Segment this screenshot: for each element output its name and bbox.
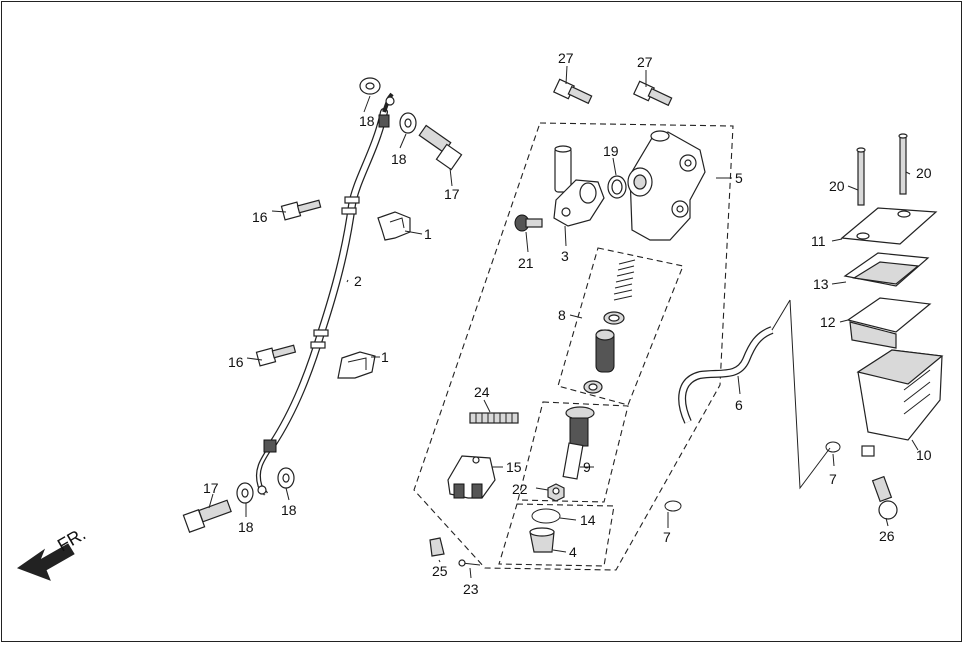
o-ring-19 — [607, 175, 627, 199]
front-arrow-icon — [16, 543, 75, 581]
callout-26: 26 — [879, 528, 895, 544]
seal-kit-outline — [498, 503, 615, 567]
callout-20: 20 — [916, 165, 932, 181]
bolt-16-upper — [280, 199, 322, 221]
hose-clip-7-right — [825, 441, 841, 453]
hose-clip-7-center — [664, 500, 682, 512]
callout-4: 4 — [569, 544, 577, 560]
callout-7: 7 — [829, 471, 837, 487]
callout-22: 22 — [512, 481, 528, 497]
master-cylinder-body — [627, 130, 706, 241]
callout-2: 2 — [354, 273, 362, 289]
reservoir-hose — [678, 326, 774, 424]
diaphragm-12 — [846, 297, 932, 349]
callout-6: 6 — [735, 397, 743, 413]
callout-10: 10 — [916, 447, 932, 463]
callout-18: 18 — [281, 502, 297, 518]
cotter-pin-23 — [458, 559, 481, 567]
diaphragm-plate-13 — [843, 252, 930, 287]
callout-8: 8 — [558, 307, 566, 323]
circlip-14 — [531, 508, 561, 524]
callout-27: 27 — [637, 54, 653, 70]
piston-kit-8-outline — [557, 247, 684, 406]
spring-8 — [613, 259, 636, 301]
callout-18: 18 — [391, 151, 407, 167]
bolt-16-lower — [255, 344, 297, 367]
washer-18-b — [399, 112, 417, 134]
clevis-15 — [447, 455, 496, 499]
callout-18: 18 — [359, 113, 375, 129]
washer-18-c — [236, 482, 254, 504]
washer-18-a — [359, 77, 381, 95]
piston-9-outline — [517, 401, 629, 503]
reservoir-10 — [856, 349, 944, 457]
clip-25 — [429, 537, 445, 557]
callout-1: 1 — [381, 349, 389, 365]
callout-13: 13 — [813, 276, 829, 292]
callout-20: 20 — [829, 178, 845, 194]
seal-cup-8b — [583, 380, 603, 394]
bolt-27-left — [552, 78, 593, 105]
callout-16: 16 — [252, 209, 268, 225]
spring-pin-24 — [469, 412, 519, 424]
callout-14: 14 — [580, 512, 596, 528]
callout-19: 19 — [603, 143, 619, 159]
screw-20-left — [856, 147, 866, 206]
callout-12: 12 — [820, 314, 836, 330]
callout-17: 17 — [203, 480, 219, 496]
callout-21: 21 — [518, 255, 534, 271]
hose-clamp-1-upper — [377, 211, 411, 241]
push-rod-9 — [562, 406, 595, 480]
callout-27: 27 — [558, 50, 574, 66]
callout-1: 1 — [424, 226, 432, 242]
callout-7: 7 — [663, 529, 671, 545]
callout-9: 9 — [583, 459, 591, 475]
bolt-26 — [871, 475, 898, 520]
piston-8 — [595, 329, 615, 373]
nut-22 — [547, 483, 565, 502]
brake-hose — [255, 92, 395, 496]
callout-5: 5 — [735, 170, 743, 186]
screw-21 — [514, 214, 543, 232]
callout-16: 16 — [228, 354, 244, 370]
hose-clamp-1-lower — [337, 351, 376, 379]
bolt-27-right — [632, 80, 673, 107]
banjo-bolt-17-top — [418, 124, 463, 171]
assembly-5-outline — [413, 122, 734, 571]
callout-23: 23 — [463, 581, 479, 597]
callout-15: 15 — [506, 459, 522, 475]
callout-18: 18 — [238, 519, 254, 535]
boot-4 — [529, 527, 555, 553]
washer-18-d — [277, 467, 295, 489]
callout-11: 11 — [811, 233, 826, 249]
screw-20-right — [898, 133, 908, 195]
reservoir-cap-11 — [840, 207, 938, 245]
seal-cup-8a — [603, 311, 625, 325]
banjo-bolt-17-bottom — [182, 499, 232, 533]
callout-3: 3 — [561, 248, 569, 264]
leader-lines — [208, 65, 919, 579]
callout-17: 17 — [444, 186, 460, 202]
hose-joint-3 — [553, 145, 605, 227]
callout-25: 25 — [432, 563, 448, 579]
callout-24: 24 — [474, 384, 490, 400]
